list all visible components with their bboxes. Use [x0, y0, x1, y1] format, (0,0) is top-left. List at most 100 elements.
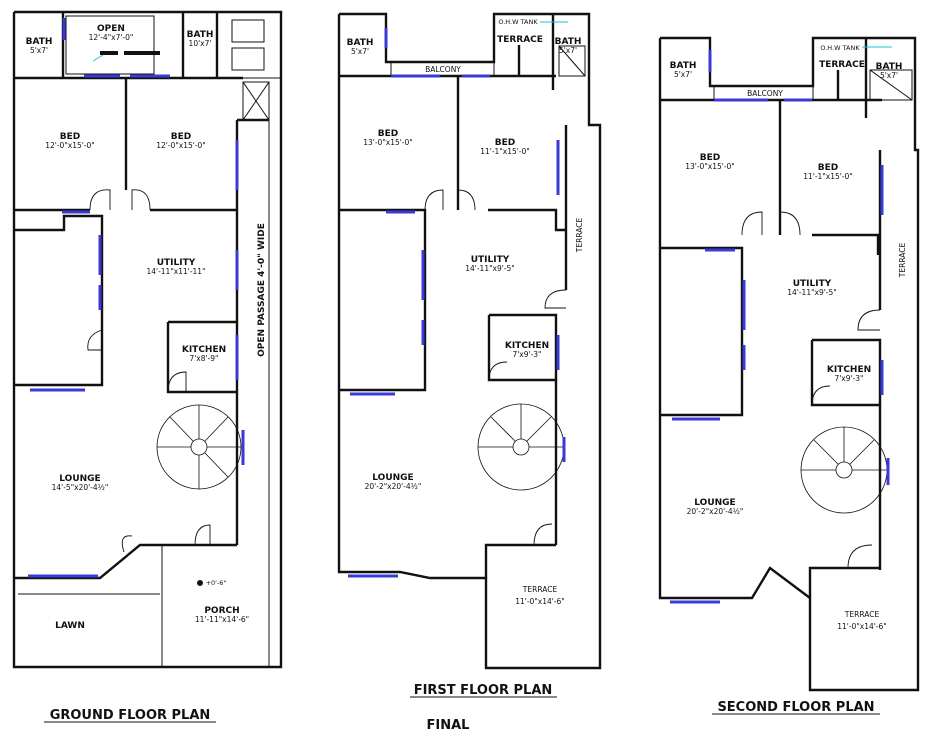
- ground-spiral-stair: [156, 404, 242, 490]
- first-plan-title: FIRST FLOOR PLAN: [414, 683, 553, 698]
- second-kitchen-door: [811, 385, 831, 406]
- first-balcony-name: BALCONY: [425, 65, 461, 74]
- second-bed-door-right: [779, 211, 801, 236]
- ground-lounge-bottom: [14, 543, 237, 580]
- first-bed-door-left: [424, 189, 444, 211]
- first-kitchen-name: KITCHEN: [505, 341, 549, 351]
- second-bed1-name: BED: [700, 153, 720, 163]
- first-lounge-door: [533, 523, 553, 546]
- second-utility-name: UTILITY: [793, 279, 832, 289]
- ground-bath2-name: BATH: [187, 30, 214, 40]
- second-bath1-dim: 5'x7': [674, 70, 692, 79]
- first-terrace-top-name: TERRACE: [497, 35, 543, 45]
- first-shaft: [558, 45, 586, 77]
- second-left-core: [660, 246, 744, 417]
- second-utility-dim: 14'-11"x9'-5": [787, 288, 837, 297]
- second-lounge-dim: 20'-2"x20'-4½": [687, 507, 744, 516]
- first-spiral-stair: [477, 403, 565, 491]
- ground-level-marker-icon: [197, 580, 203, 586]
- first-kitchen-dim: 7'x9'-3": [512, 350, 541, 359]
- ground-utility-name: UTILITY: [157, 258, 196, 268]
- ground-kitchen-name: KITCHEN: [182, 345, 226, 355]
- ground-plan-title: GROUND FLOOR PLAN: [50, 708, 211, 723]
- second-lounge-door: [847, 544, 873, 569]
- ground-passage-label: OPEN PASSAGE 4'-0" WIDE: [257, 223, 267, 357]
- second-floor-plan: BATH 5'x7' BALCONY O.H.W TANK TERRACE BA…: [658, 36, 920, 715]
- first-lounge-dim: 20'-2"x20'-4½": [365, 482, 422, 491]
- first-shaft-x: [558, 45, 586, 77]
- ground-cabinet: [231, 19, 265, 43]
- ground-lounge-dim: 14'-5"x20'-4½": [52, 483, 109, 492]
- first-bed1-name: BED: [378, 129, 398, 139]
- ground-bed1-name: BED: [60, 132, 80, 142]
- ground-open-area: [65, 15, 155, 75]
- first-bed-door-right: [457, 189, 476, 211]
- second-spiral-stair: [800, 426, 888, 514]
- ground-bed-door-left: [89, 189, 111, 211]
- second-bed2-dim: 11'-1"x15'-0": [803, 172, 853, 181]
- ground-open-marker: [92, 54, 104, 62]
- ground-lounge-name: LOUNGE: [59, 474, 100, 484]
- ground-bed2-dim: 12'-0"x15'-0": [156, 141, 206, 150]
- second-bed2-name: BED: [818, 163, 838, 173]
- ground-floor-plan: BATH 5'x7' OPEN 12'-4"x7'-0" BATH 10'x7'…: [12, 10, 283, 723]
- first-bed1-dim: 13'-0"x15'-0": [363, 138, 413, 147]
- second-kitchen-dim: 7'x9'-3": [834, 374, 863, 383]
- first-bed2-dim: 11'-1"x15'-0": [480, 147, 530, 156]
- ground-level-label: +0'-6": [206, 579, 227, 587]
- first-utility-dim: 14'-11"x9'-5": [465, 264, 515, 273]
- second-ohw-label: O.H.W TANK: [820, 44, 860, 52]
- ground-outer-wall: [12, 10, 283, 669]
- ground-porch-dim: 11'-11"x14'-6": [195, 615, 249, 624]
- second-shaft-x: [869, 69, 913, 101]
- ground-open-dim: 12'-4"x7'-0": [89, 33, 134, 42]
- ground-bath2-dim: 10'x7': [189, 39, 212, 48]
- first-balcony: [390, 61, 495, 77]
- final-label: FINAL: [427, 718, 470, 733]
- first-terrace-side-name: TERRACE: [575, 218, 584, 254]
- ground-left-door: [87, 329, 103, 351]
- first-bath2-name: BATH: [555, 37, 582, 47]
- first-lounge-name: LOUNGE: [372, 473, 413, 483]
- second-bed-door-left: [741, 211, 763, 236]
- second-terrace-top-name: TERRACE: [819, 60, 865, 70]
- ground-bed-door-right: [131, 189, 151, 211]
- first-ohw-label: O.H.W TANK: [498, 18, 538, 26]
- first-terrace-front-dim: 11'-0"x14'-6": [515, 597, 565, 606]
- ground-shaft-x2: [242, 81, 270, 121]
- second-kitchen-name: KITCHEN: [827, 365, 871, 375]
- ground-kitchen-dim: 7'x8'-9": [189, 354, 218, 363]
- second-lounge-name: LOUNGE: [694, 498, 735, 508]
- first-floor-plan: BATH 5'x7' BALCONY O.H.W TANK TERRACE BA…: [337, 12, 602, 733]
- second-bed1-dim: 13'-0"x15'-0": [685, 162, 735, 171]
- second-lounge-bottom: [808, 566, 880, 598]
- ground-bed1-dim: 12'-0"x15'-0": [45, 141, 95, 150]
- first-left-core: [339, 208, 427, 392]
- first-utility-door: [544, 289, 567, 309]
- first-bath2-dim: 5'x7': [559, 46, 577, 55]
- ground-lounge-door: [194, 524, 211, 546]
- ground-left-core-wall: [14, 214, 104, 387]
- second-utility-door: [857, 309, 881, 331]
- second-bath2-name: BATH: [876, 62, 903, 72]
- second-plan-title: SECOND FLOOR PLAN: [717, 700, 874, 715]
- ground-kitchen-door: [167, 371, 187, 393]
- second-terrace-side-name: TERRACE: [898, 243, 907, 279]
- first-bed2-name: BED: [495, 138, 515, 148]
- first-bath1-dim: 5'x7': [351, 47, 369, 56]
- second-terrace-front-name: TERRACE: [844, 610, 880, 619]
- ground-lawn-name: LAWN: [55, 621, 85, 631]
- first-bath1-name: BATH: [347, 38, 374, 48]
- ground-utility-dim: 14'-11"x11'-11": [146, 267, 205, 276]
- first-kitchen-door: [488, 361, 508, 381]
- ground-bath1-name: BATH: [26, 37, 53, 47]
- second-balcony-name: BALCONY: [747, 89, 783, 98]
- ground-bath1-dim: 5'x7': [30, 46, 48, 55]
- second-bed2-bottom: [812, 233, 880, 255]
- ground-bed2-name: BED: [171, 132, 191, 142]
- ground-open-name: OPEN: [97, 24, 125, 34]
- second-terrace-front-dim: 11'-0"x14'-6": [837, 622, 887, 631]
- first-terrace-front-name: TERRACE: [522, 585, 558, 594]
